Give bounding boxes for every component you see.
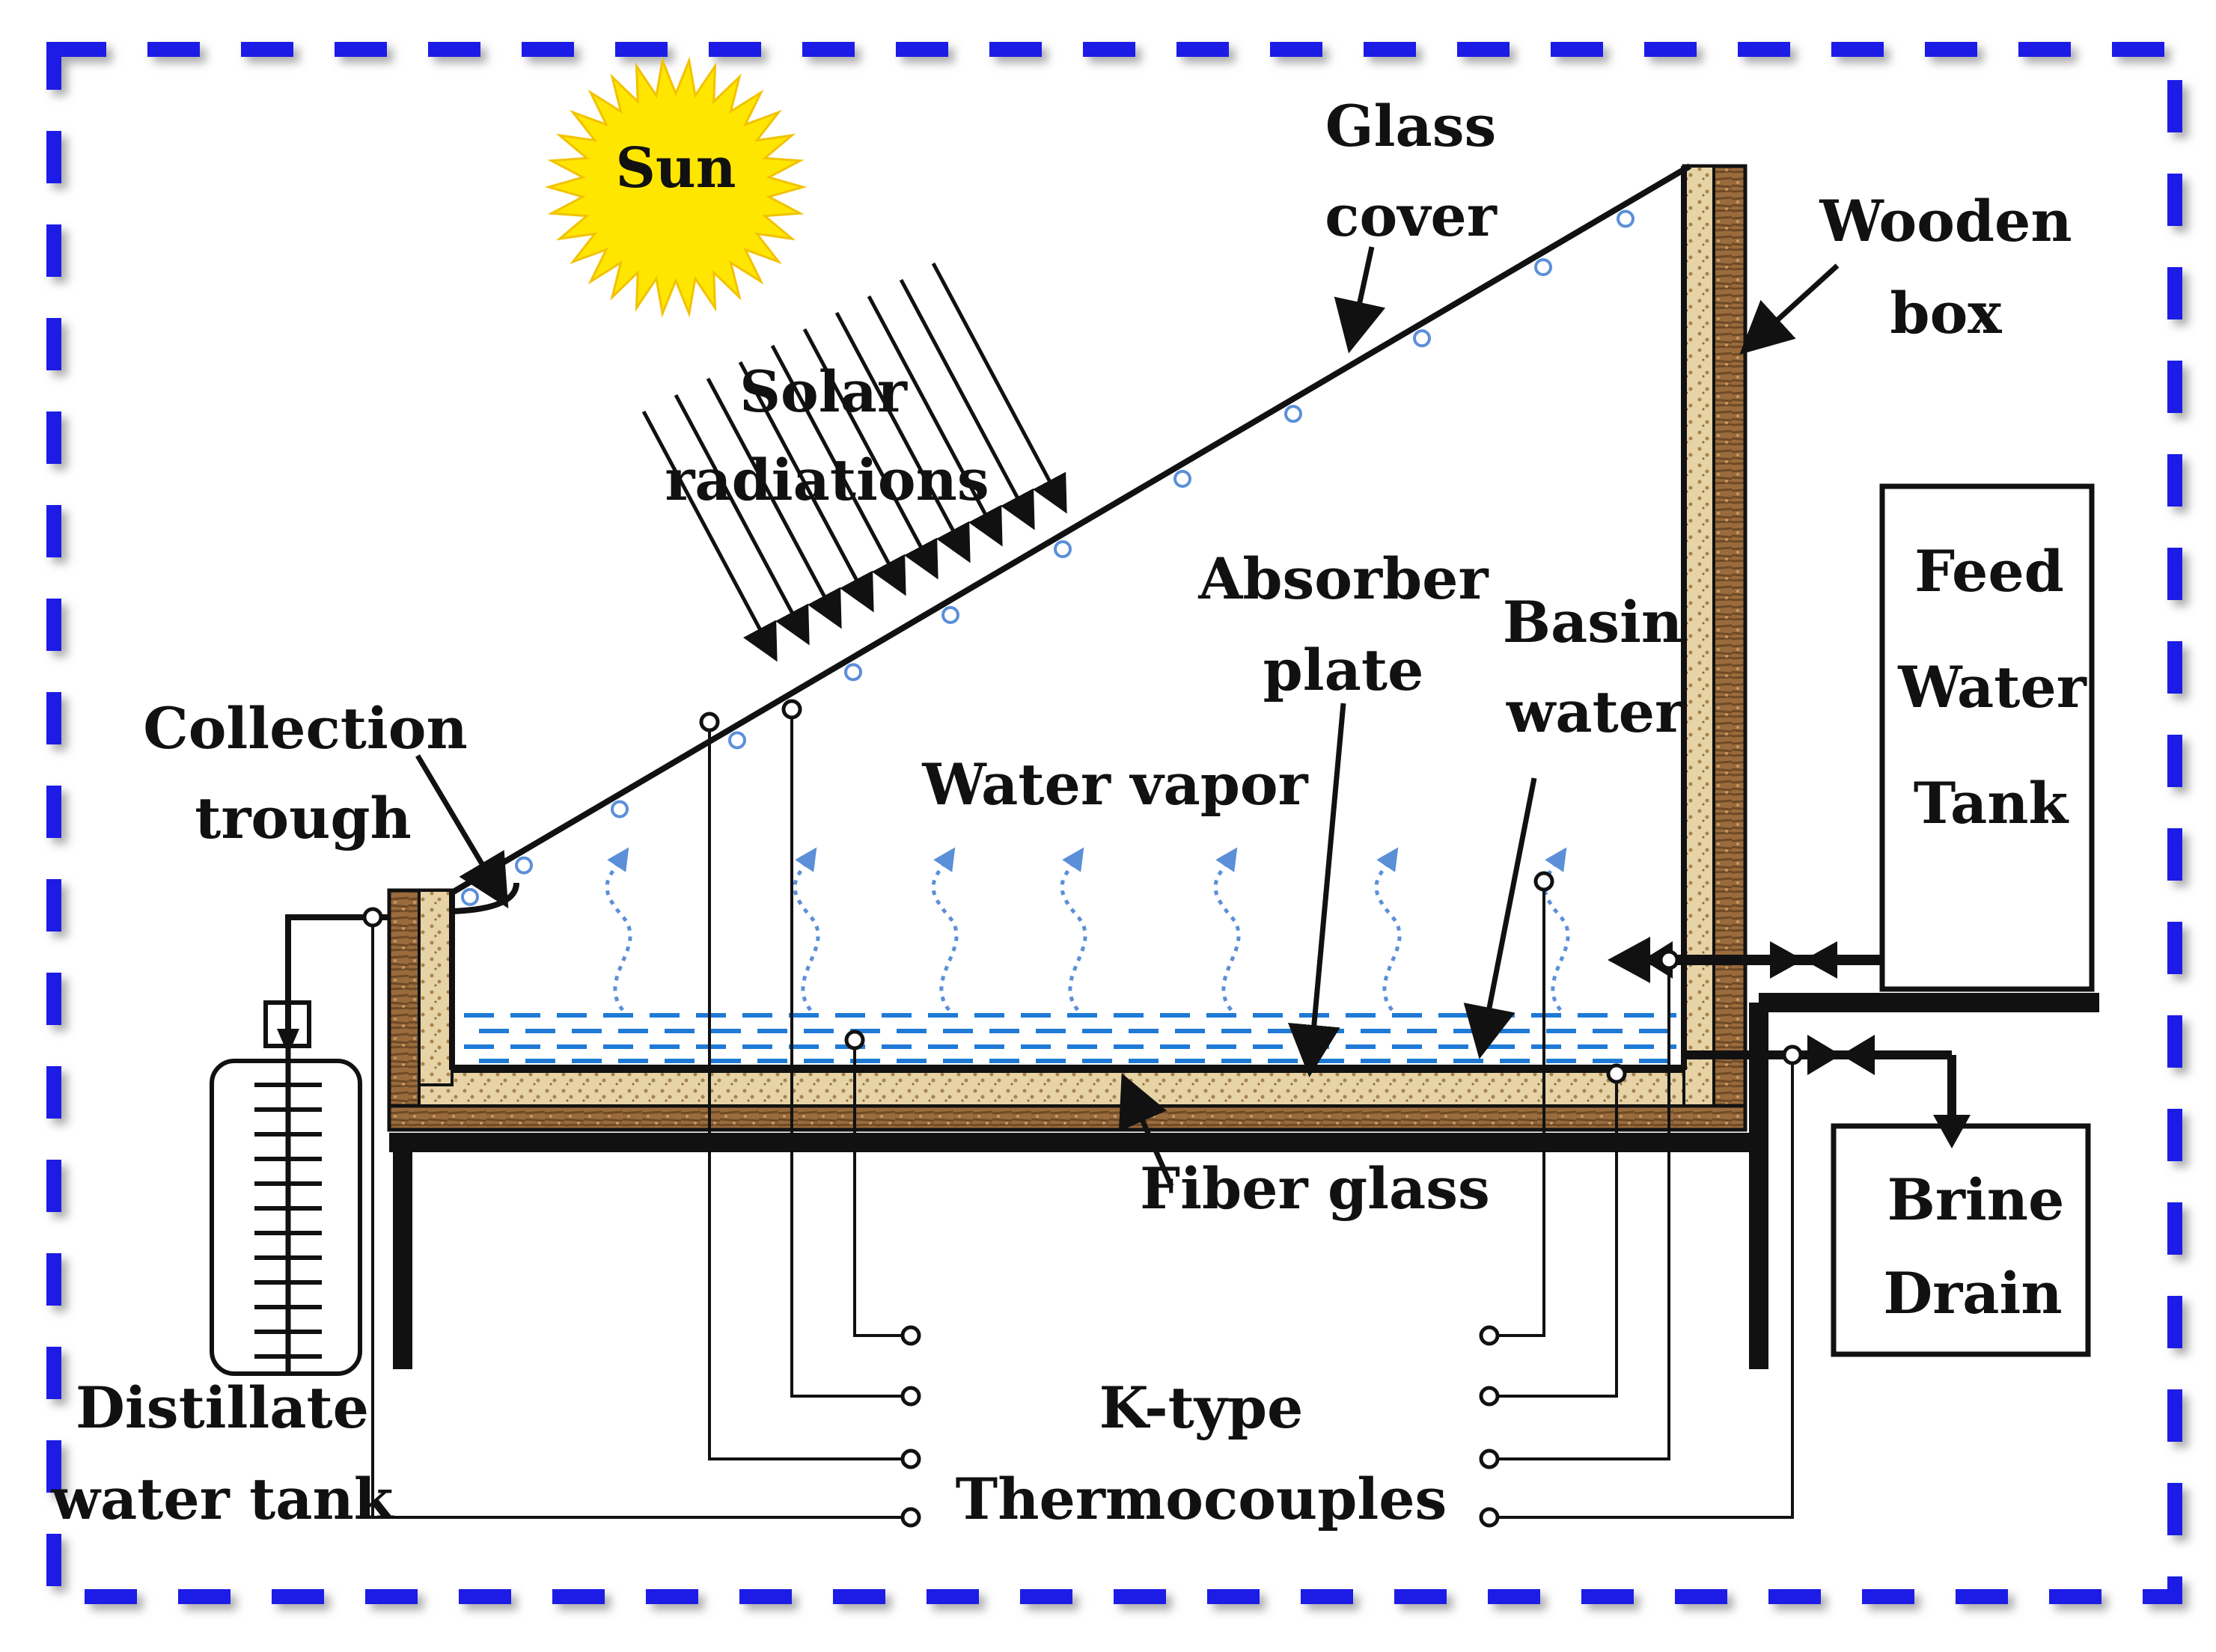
vapor-arrow [605, 847, 632, 1012]
droplet [1054, 539, 1072, 558]
vapor-arrow [1060, 847, 1087, 1012]
thermocouple-terminal [900, 1507, 921, 1528]
vapor-arrow [793, 847, 820, 1012]
thermocouple-terminal [1606, 1063, 1627, 1084]
thermocouple-wire [1493, 960, 1670, 1460]
feed-water-tank [1879, 483, 2095, 992]
basin-water-label-1: Basin [1503, 589, 1682, 655]
vapor-arrow [1542, 847, 1570, 1012]
droplet [728, 731, 746, 750]
thermocouple-wire [1493, 1074, 1618, 1398]
collection-trough-label-2: trough [195, 785, 412, 851]
thermocouple-terminal [900, 1386, 921, 1407]
water-vapor-arrows [605, 847, 1570, 1012]
distillate-water-tank-label-1: Distillate [76, 1374, 369, 1441]
solar-radiations-label-1: Solar [739, 358, 908, 425]
brine-drain-label-1: Brine [1887, 1166, 2065, 1233]
thermocouple-wires [362, 699, 1803, 1528]
wooden-box-label-2: box [1890, 280, 2002, 346]
thermocouple-terminal [1782, 1044, 1803, 1065]
fiber-glass-label: Fiber glass [1140, 1155, 1490, 1222]
droplet [941, 606, 959, 625]
glass-cover-label-2: cover [1325, 183, 1497, 249]
thermocouple-terminal [1479, 1448, 1500, 1469]
thermocouple-terminal [844, 1030, 865, 1050]
thermocouple-terminal [699, 712, 720, 732]
radiation-arrow [641, 410, 778, 662]
droplet [611, 800, 629, 819]
droplet [1173, 470, 1191, 489]
radiation-arrow [738, 361, 874, 613]
droplet [461, 887, 479, 906]
solar-radiations-label-2: radiations [665, 447, 989, 513]
valve-icon [1770, 941, 1837, 979]
radiation-arrow [867, 295, 1003, 547]
thermocouple-terminal [1658, 949, 1679, 970]
thermocouple-terminal [1479, 1386, 1500, 1407]
solar-radiation-arrows [641, 262, 1067, 662]
basin-water-label-2: water [1506, 679, 1685, 745]
thermocouple-wire [790, 709, 907, 1398]
thermocouple-terminal [1479, 1325, 1500, 1346]
droplet [1284, 405, 1302, 423]
glass-cover [450, 163, 1692, 896]
brine-drain [1831, 1123, 2091, 1357]
radiation-arrow [834, 311, 971, 563]
droplet [1617, 209, 1634, 228]
thermocouple-terminal [900, 1448, 921, 1469]
feed-water-tank-label-3: Tank [1914, 770, 2069, 836]
thermocouple-terminal [1479, 1507, 1500, 1528]
valve-icon [1807, 1035, 1875, 1075]
thermocouples-label-2: Thermocouples [956, 1466, 1447, 1532]
droplet [1534, 258, 1552, 277]
wooden-box-label-1: Wooden [1819, 188, 2072, 254]
distillate-water-tank-label-2: water tank [51, 1466, 394, 1532]
thermocouple-terminal [1533, 871, 1554, 892]
absorber-plate-label-1: Absorber [1197, 545, 1489, 612]
thermocouple-wire [708, 722, 907, 1460]
radiation-arrow [802, 328, 938, 580]
radiation-arrow [770, 344, 906, 596]
thermocouple-wire [1493, 881, 1545, 1337]
sun-label: Sun [615, 136, 736, 201]
thermocouple-terminal [362, 907, 383, 928]
thermocouple-terminal [781, 699, 802, 720]
vapor-arrow [1374, 847, 1402, 1012]
diagram-frame [46, 42, 2182, 1604]
sun-icon [544, 56, 808, 318]
leader-lines [415, 246, 1840, 1187]
brine-drain-label-2: Drain [1883, 1260, 2062, 1327]
radiation-arrow [899, 278, 1035, 530]
droplet [515, 856, 533, 875]
vapor-arrow [1213, 847, 1241, 1012]
water-vapor-label: Water vapor [921, 751, 1308, 818]
thermocouple-wire [853, 1040, 907, 1337]
radiation-arrow [706, 377, 842, 629]
droplet [844, 663, 862, 682]
condensate-droplets [461, 209, 1634, 906]
still-stand [389, 993, 2099, 1369]
feed-water-tank-label-1: Feed [1914, 538, 2064, 605]
radiation-arrow [674, 394, 810, 646]
droplet [1413, 329, 1431, 348]
fiber-glass-layer [418, 1070, 1715, 1107]
distillate-tank-icon [210, 1047, 362, 1376]
glass-cover-label-1: Glass [1325, 93, 1497, 159]
thermocouple-wire [371, 917, 907, 1519]
radiation-arrow [931, 262, 1067, 514]
collection-trough-label-1: Collection [143, 695, 467, 762]
vapor-arrow [931, 847, 959, 1012]
thermocouple-terminal [900, 1325, 921, 1346]
wooden-box [387, 164, 1748, 1132]
feed-water-tank-label-2: Water [1897, 654, 2087, 721]
sun-disc [587, 99, 764, 275]
absorber-plate-label-2: plate [1263, 637, 1424, 703]
distillate-line [263, 914, 389, 1055]
thermocouples-label-1: K-type [1099, 1374, 1304, 1441]
thermocouple-wire [1493, 1055, 1794, 1519]
basin-water [464, 1013, 1676, 1063]
